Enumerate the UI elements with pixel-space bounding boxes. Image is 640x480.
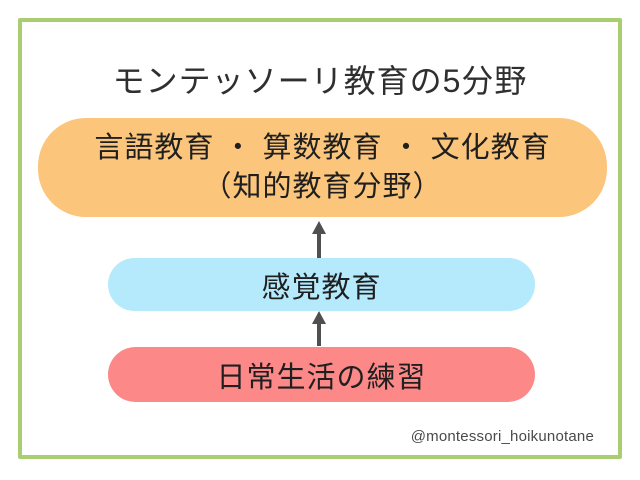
node-practical-life-label: 日常生活の練習 xyxy=(216,361,427,394)
credit-handle: @montessori_hoikunotane xyxy=(410,428,594,445)
node-sensorial-label: 感覚教育 xyxy=(261,271,382,304)
node-intellectual-line-2: （知的教育分野） xyxy=(202,170,443,203)
diagram-title: モンテッソーリ教育の5分野 xyxy=(112,63,528,99)
arrow-up-icon xyxy=(310,311,328,346)
node-practical-life: 日常生活の練習 xyxy=(108,347,535,402)
node-sensorial-education: 感覚教育 xyxy=(108,258,535,311)
node-intellectual-education: 言語教育 ・ 算数教育 ・ 文化教育 （知的教育分野） xyxy=(38,118,607,217)
node-intellectual-line-1: 言語教育 ・ 算数教育 ・ 文化教育 xyxy=(94,131,551,164)
arrow-up-icon xyxy=(310,221,328,258)
